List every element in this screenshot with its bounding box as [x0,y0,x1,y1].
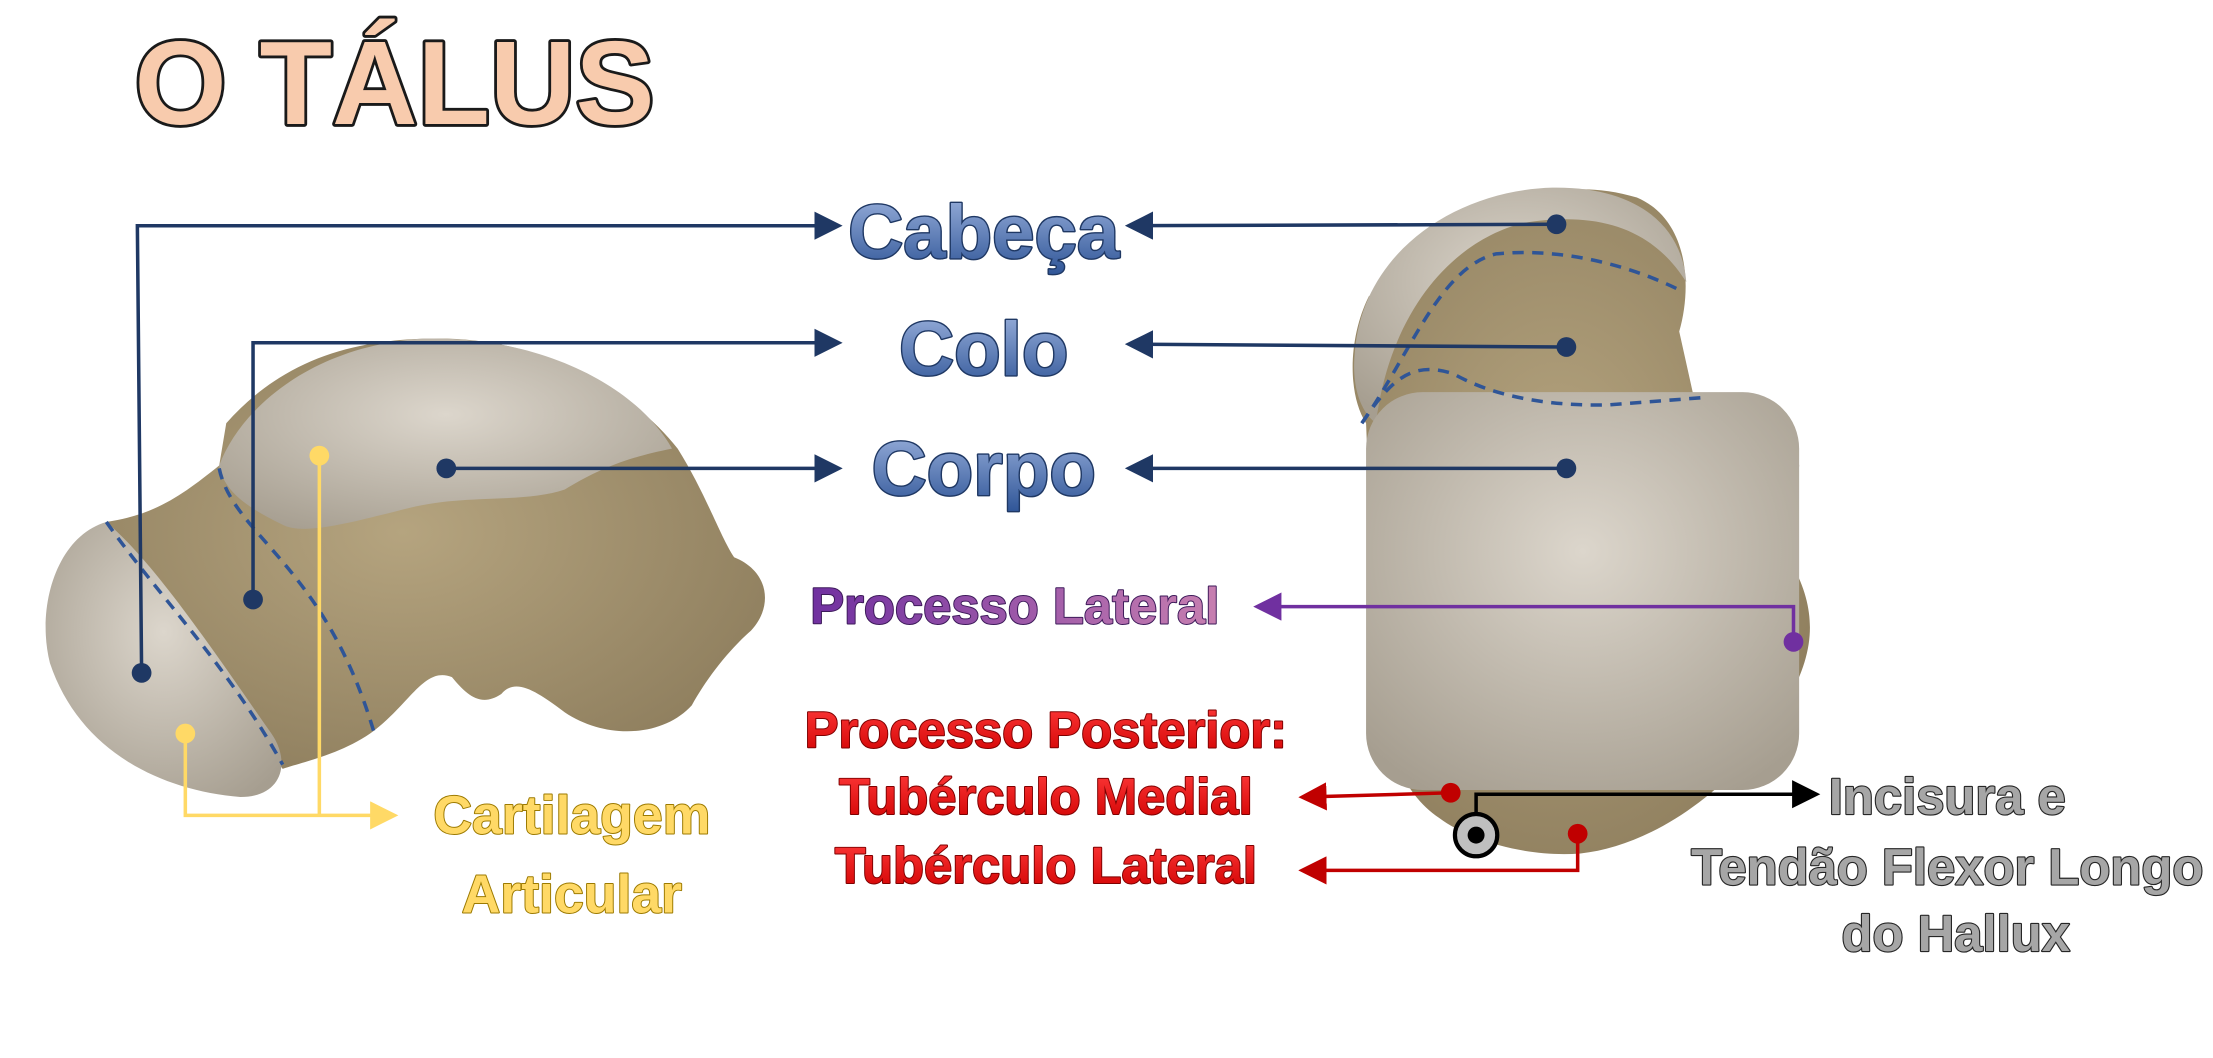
label-processo-lateral: Processo Lateral [810,578,1219,635]
neck-boundary-dashed [1360,367,1701,425]
body-leaders [436,454,1577,483]
neck-dot-left [243,589,263,610]
label-cartilagem: Cartilagem [433,786,710,846]
lateral-process-leader [1253,592,1804,652]
neck-leaders [243,328,1577,610]
label-tuberculo-medial: Tubérculo Medial [839,768,1253,825]
head-dot-left [131,663,152,683]
head-cartilage [1354,187,1687,424]
neck-boundary-dashed [217,467,377,735]
label-hallux: do Hallux [1841,905,2069,962]
label-cabeca: Cabeça [848,190,1120,275]
head-dot-right [1546,214,1567,235]
body-dot-left [436,458,457,479]
cartilage-leaders [175,445,399,830]
label-tuberculo-lateral: Tubérculo Lateral [835,837,1257,894]
neck-dot-right [1556,337,1577,357]
label-corpo: Corpo [872,427,1096,512]
head-cartilage [45,521,282,798]
trochlea-cartilage [219,338,673,529]
neck-boundary-dashed [104,520,285,766]
talus-lateral-view [45,338,765,798]
body-dot-right [1556,458,1577,479]
label-processo-posterior: Processo Posterior: [805,702,1287,759]
trochlea-cartilage [1366,392,1800,790]
tubercle-leaders [1298,782,1588,885]
label-articular: Articular [462,865,683,925]
talus-superior-view [1352,187,1810,855]
page-title: O TÁLUS [135,18,655,150]
neck-boundary-dashed [1360,250,1685,425]
label-tendao: Tendão Flexor Longo [1691,838,2203,895]
fhl-groove-leader [1452,780,1821,859]
label-incisura: Incisura e [1829,768,2066,825]
head-leaders [131,211,1567,683]
label-colo: Colo [899,307,1068,392]
